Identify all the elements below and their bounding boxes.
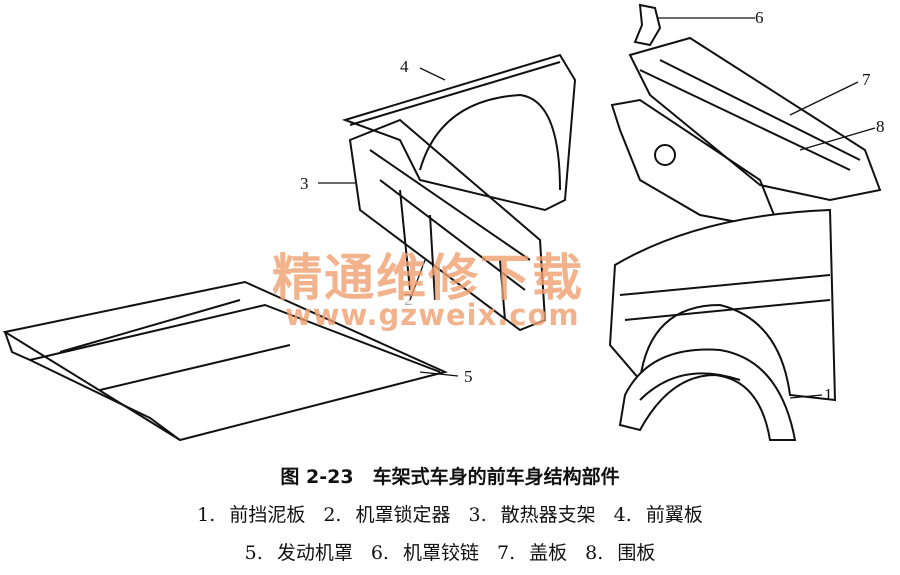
- callout-1: 1: [824, 385, 833, 404]
- legend-item: 2. 机罩锁定器: [323, 504, 451, 526]
- legend-item: 6. 机罩铰链: [370, 542, 479, 564]
- legend-item: 3. 散热器支架: [468, 504, 596, 526]
- callout-2: 2: [404, 290, 413, 309]
- legend-item: 8. 围板: [585, 542, 656, 564]
- callout-8: 8: [876, 117, 885, 136]
- legend-item: 1. 前挡泥板: [197, 504, 306, 526]
- legend-item: 7. 盖板: [497, 542, 568, 564]
- watermark-url: www.gzweix.com: [285, 298, 580, 332]
- callout-7: 7: [862, 70, 871, 89]
- front-fender: [608, 208, 837, 402]
- legend-item: 4. 前翼板: [613, 504, 703, 526]
- front-fender-apron: [341, 53, 577, 212]
- radiator-support: [348, 118, 547, 332]
- front-fender-liner: [618, 348, 797, 441]
- legend-row-1: 1. 前挡泥板 2. 机罩锁定器 3. 散热器支架 4. 前翼板: [0, 500, 900, 527]
- figure-caption: 图 2-23 车架式车身的前车身结构部件: [280, 466, 620, 488]
- body-parts-illustration: [2, 3, 882, 442]
- cowl-panel: [610, 36, 882, 232]
- callout-3: 3: [300, 174, 309, 193]
- leader-lines: [318, 17, 876, 399]
- callout-4: 4: [400, 57, 409, 76]
- callout-5: 5: [464, 367, 473, 386]
- legend-row-2: 5. 发动机罩 6. 机罩铰链 7. 盖板 8. 围板: [0, 538, 900, 565]
- callout-6: 6: [755, 8, 764, 27]
- legend-item: 5. 发动机罩: [244, 542, 353, 564]
- watermark-title: 精通维修下载: [272, 249, 584, 307]
- engine-hood: [2, 280, 449, 442]
- hood-hinge: [633, 3, 662, 47]
